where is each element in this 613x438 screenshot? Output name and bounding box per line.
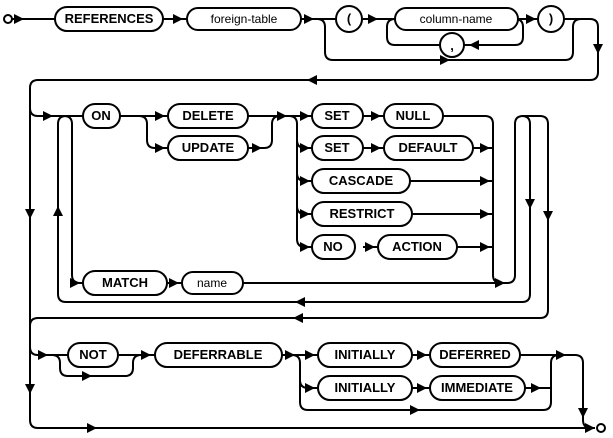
node-initially-1-label: INITIALLY (335, 347, 396, 362)
node-lparen-label: ( (347, 11, 352, 26)
node-action-label: ACTION (392, 239, 442, 254)
node-set-2-label: SET (324, 140, 349, 155)
node-restrict-label: RESTRICT (330, 206, 395, 221)
node-name-label: name (197, 276, 227, 290)
node-comma: , (439, 32, 465, 58)
node-deferred: DEFERRED (429, 342, 521, 368)
node-rparen-label: ) (549, 11, 553, 26)
node-null: NULL (383, 103, 444, 129)
node-update-label: UPDATE (182, 140, 235, 155)
node-on-label: ON (91, 108, 111, 123)
node-immediate: IMMEDIATE (429, 375, 526, 401)
node-immediate-label: IMMEDIATE (441, 380, 513, 395)
node-restrict: RESTRICT (311, 201, 413, 227)
node-rparen: ) (537, 5, 565, 33)
node-initially-2-label: INITIALLY (335, 380, 396, 395)
arrowheads-up (53, 206, 63, 216)
node-foreign-table: foreign-table (186, 7, 302, 31)
node-null-label: NULL (396, 108, 431, 123)
rail-repeat-loop (57, 115, 531, 303)
node-set-1: SET (311, 103, 364, 129)
node-cascade-label: CASCADE (329, 173, 394, 188)
node-update: UPDATE (167, 135, 249, 161)
node-match-label: MATCH (102, 275, 148, 290)
node-deferred-label: DEFERRED (439, 347, 511, 362)
node-delete: DELETE (167, 103, 249, 129)
node-not-label: NOT (79, 347, 107, 362)
rail-comma-loop (386, 18, 524, 46)
end-terminal (596, 423, 606, 433)
node-references-label: REFERENCES (65, 11, 154, 26)
node-set-2: SET (311, 135, 364, 161)
node-name: name (181, 271, 244, 295)
node-default: DEFAULT (383, 135, 474, 161)
node-not: NOT (67, 342, 119, 368)
node-initially-2: INITIALLY (317, 375, 413, 401)
node-lparen: ( (335, 5, 363, 33)
node-column-name: column-name (394, 7, 519, 31)
node-cascade: CASCADE (311, 168, 411, 194)
node-deferrable-label: DEFERRABLE (174, 347, 263, 362)
node-no-label: NO (323, 239, 343, 254)
node-initially-1: INITIALLY (317, 342, 413, 368)
node-default-label: DEFAULT (399, 140, 458, 155)
node-action: ACTION (377, 234, 458, 260)
node-references: REFERENCES (54, 6, 164, 32)
rail-action-branch (288, 115, 312, 248)
node-on: ON (82, 103, 121, 129)
node-deferrable: DEFERRABLE (154, 342, 283, 368)
node-set-1-label: SET (324, 108, 349, 123)
node-delete-label: DELETE (182, 108, 234, 123)
node-match: MATCH (82, 270, 168, 296)
node-comma-label: , (450, 38, 454, 53)
node-no: NO (311, 234, 356, 260)
node-foreign-table-label: foreign-table (211, 12, 278, 26)
start-terminal (3, 14, 13, 24)
arrowheads-right (14, 14, 595, 433)
node-column-name-label: column-name (420, 12, 493, 26)
rail-update-branch (138, 115, 281, 149)
